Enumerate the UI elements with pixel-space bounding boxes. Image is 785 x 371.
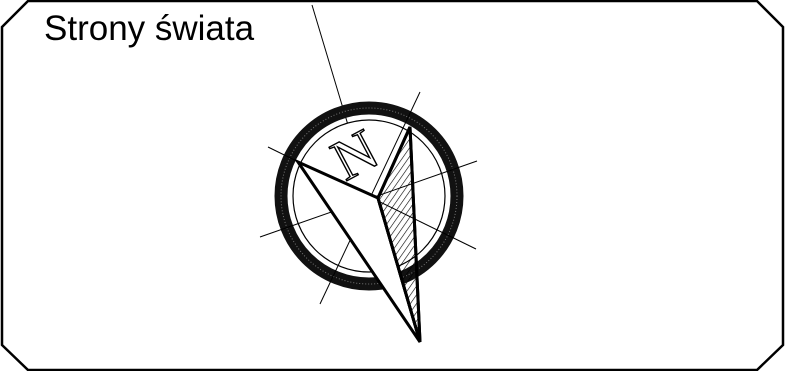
page-title: Strony świata bbox=[44, 9, 254, 49]
